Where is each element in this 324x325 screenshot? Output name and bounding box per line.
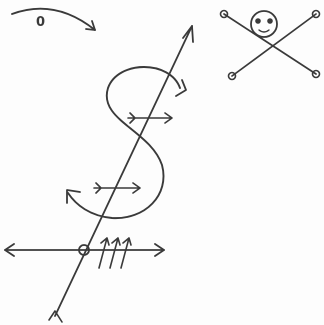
skull-and-crossbones-icon [221,11,320,80]
curved-arrow [12,9,95,30]
s-curve [68,67,180,218]
diagonal-axis [55,26,192,316]
angle-label: 0 [36,15,45,30]
upward-arrows-group [99,238,131,268]
